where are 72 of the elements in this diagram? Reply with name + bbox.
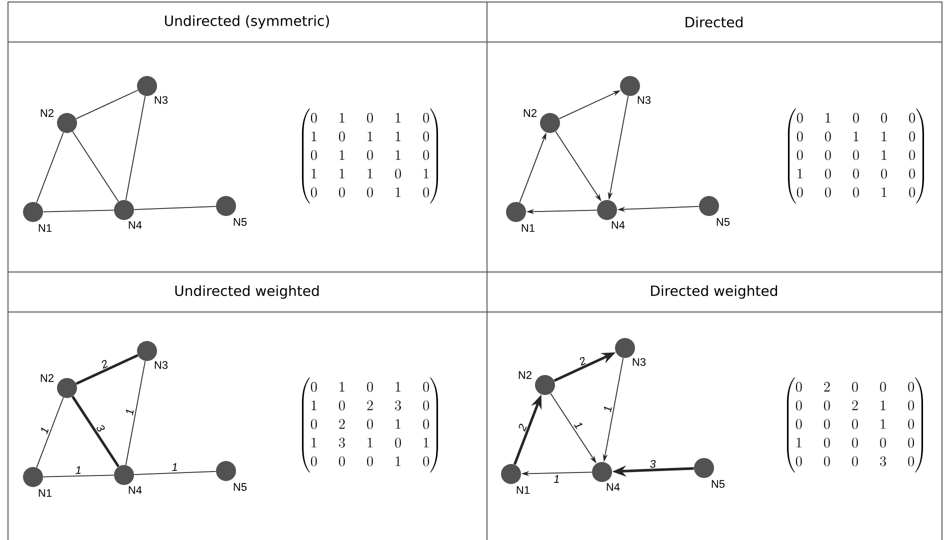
node-label: N4 bbox=[606, 483, 620, 491]
edge-line bbox=[76, 90, 138, 120]
node-label: N5 bbox=[234, 218, 247, 226]
edge-line bbox=[125, 360, 146, 466]
adjacency-matrix: $\begin{pmatrix}0&2&0&0&0\\0&0&2&1&0\\0&0&0&1&0\\1&0&0&0&0\\0&0&0&3&0\end{pmatrix}$ bbox=[786, 377, 924, 472]
node-label: N4 bbox=[128, 486, 142, 494]
node-circle bbox=[114, 200, 134, 220]
node-label: N1 bbox=[516, 486, 530, 494]
node-label: N3 bbox=[154, 96, 168, 104]
node-label: N5 bbox=[234, 483, 247, 491]
node-circle bbox=[694, 458, 714, 478]
edge-line bbox=[42, 474, 114, 478]
edge-label: 1 bbox=[172, 463, 178, 471]
node-circle bbox=[216, 461, 236, 481]
node-label: N3 bbox=[638, 96, 651, 104]
node-circle bbox=[506, 202, 526, 222]
node-label: N2 bbox=[40, 109, 54, 117]
edge-line bbox=[36, 132, 64, 203]
node-circle bbox=[57, 378, 78, 398]
node-circle bbox=[137, 341, 157, 361]
edge-label: 1 bbox=[554, 475, 559, 483]
edge-line bbox=[36, 397, 64, 468]
column-header: Directed bbox=[686, 16, 742, 28]
node-circle bbox=[114, 465, 134, 485]
edge-label: 1 bbox=[604, 406, 612, 412]
node-circle bbox=[535, 375, 555, 395]
node-label: N2 bbox=[518, 371, 532, 379]
node-circle bbox=[615, 338, 635, 358]
node-label: N4 bbox=[612, 221, 625, 229]
edge-line bbox=[76, 354, 138, 385]
node-label: N1 bbox=[522, 224, 534, 232]
edge-line bbox=[134, 470, 216, 476]
node-label: N4 bbox=[128, 221, 142, 229]
column-header: Undirected weighted bbox=[175, 285, 319, 299]
edge-line bbox=[72, 396, 120, 468]
column-header: Directed weighted bbox=[651, 285, 777, 299]
node-circle bbox=[699, 196, 719, 216]
edge-line bbox=[134, 206, 216, 210]
node-label: N2 bbox=[40, 374, 54, 382]
node-circle bbox=[501, 464, 521, 484]
edge-label: 1 bbox=[126, 410, 134, 416]
column-header: Undirected (symmetric) bbox=[165, 15, 329, 29]
node-circle bbox=[540, 113, 560, 133]
adjacency-matrix: $\begin{pmatrix}0&1&0&1&0\\1&0&2&3&0\\0&2&0&1&0\\1&3&1&0&1\\0&0&0&1&0\end{pmatrix}$ bbox=[302, 377, 438, 472]
edge-label: 3 bbox=[650, 460, 656, 468]
node-circle bbox=[23, 202, 43, 222]
edge-label: 1 bbox=[574, 422, 583, 429]
edge-label: 1 bbox=[76, 466, 81, 474]
edge-label: 3 bbox=[96, 425, 105, 432]
edge-label: 1 bbox=[41, 428, 49, 434]
node-label: N5 bbox=[712, 480, 725, 488]
node-circle bbox=[216, 196, 236, 216]
edge-line bbox=[42, 210, 114, 212]
edge-label: 2 bbox=[102, 360, 108, 369]
node-label: N2 bbox=[524, 109, 536, 117]
edge-label: 2 bbox=[580, 356, 586, 366]
node-label: N1 bbox=[38, 224, 52, 232]
node-circle bbox=[597, 200, 617, 220]
node-label: N1 bbox=[38, 489, 52, 497]
node-label: N5 bbox=[716, 218, 730, 226]
adjacency-matrix: $\begin{pmatrix}0&1&0&1&0\\1&0&1&1&0\\0&1&0&1&0\\1&1&1&0&1\\0&0&0&1&0\end{pmatrix}$ bbox=[302, 108, 438, 204]
node-circle bbox=[592, 462, 612, 482]
node-circle bbox=[57, 113, 78, 133]
node-circle bbox=[620, 76, 640, 96]
node-label: N3 bbox=[632, 358, 646, 366]
node-circle bbox=[23, 467, 43, 487]
adjacency-matrix: $\begin{pmatrix}0&1&0&0&0\\0&0&1&1&0\\0&0&0&1&0\\1&0&0&0&0\\0&0&0&1&0\end{pmatrix}$ bbox=[788, 108, 924, 204]
edge-label: 2 bbox=[518, 424, 527, 432]
edge-line bbox=[72, 131, 119, 202]
edge-line bbox=[125, 96, 146, 200]
node-circle bbox=[137, 76, 157, 96]
node-label: N3 bbox=[154, 361, 168, 369]
